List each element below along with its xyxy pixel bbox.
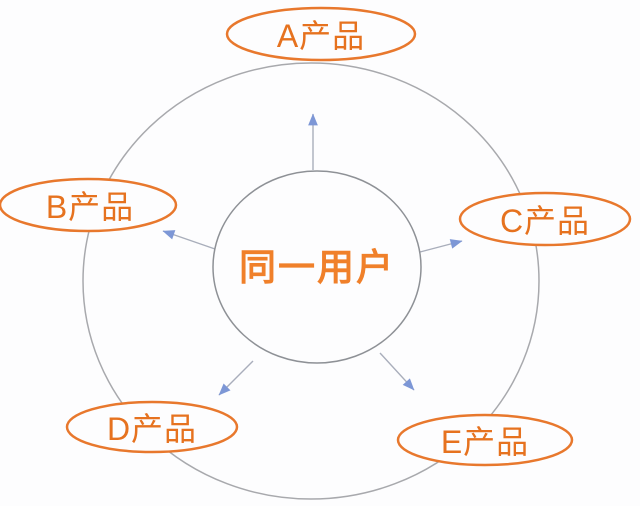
arrow-to-product-b	[162, 230, 216, 250]
node-product-e-ellipse	[396, 413, 574, 467]
outer-circle	[82, 62, 540, 500]
node-product-d: D产品	[65, 400, 239, 454]
arrow-to-product-d	[218, 360, 254, 396]
node-product-d-label: D产品	[107, 411, 197, 447]
center-label: 同一用户	[239, 247, 395, 288]
node-product-a: A产品	[225, 6, 417, 62]
node-product-d-ellipse	[65, 400, 239, 454]
node-product-a-label: A产品	[277, 18, 365, 54]
node-product-b-ellipse	[0, 177, 178, 233]
arrows-group	[162, 113, 463, 396]
node-product-b-label: B产品	[46, 189, 134, 225]
node-product-c: C产品	[458, 191, 632, 247]
node-product-a-ellipse	[225, 6, 417, 62]
node-product-c-ellipse	[458, 191, 632, 247]
arrow-to-product-e	[379, 352, 415, 391]
arrow-to-product-c	[419, 239, 463, 253]
center-circle	[212, 170, 422, 364]
node-product-e: E产品	[396, 413, 574, 467]
node-product-b: B产品	[0, 177, 178, 233]
node-product-c-label: C产品	[500, 203, 590, 239]
node-product-e-label: E产品	[441, 424, 529, 460]
